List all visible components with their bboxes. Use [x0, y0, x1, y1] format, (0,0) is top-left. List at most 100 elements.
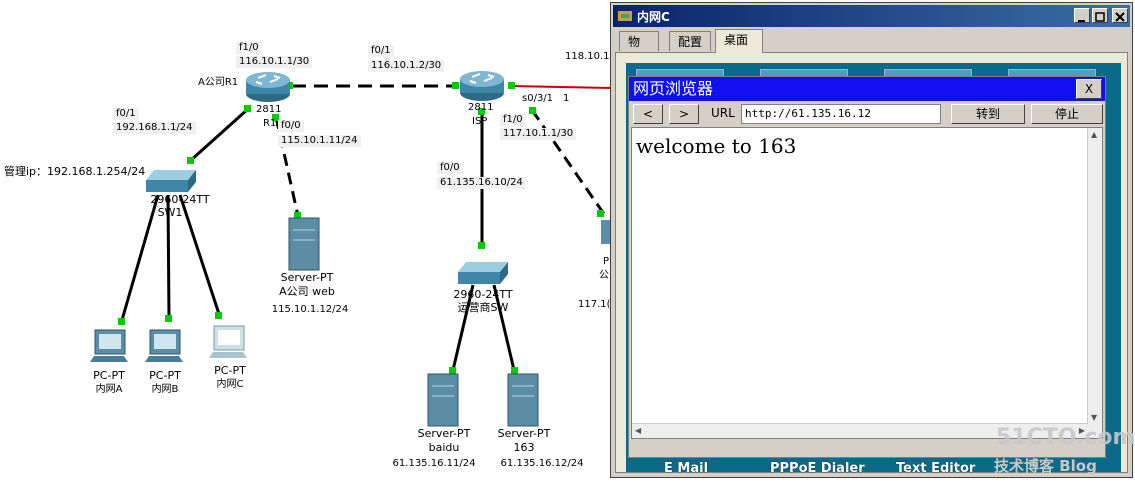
pc-a-model: PC-PT: [93, 369, 125, 382]
scroll-right-icon[interactable]: ▶: [1078, 426, 1085, 435]
watermark-line2: 技术博客 Blog: [994, 457, 1097, 475]
cable-r1-server: [274, 116, 300, 217]
window-titlebar[interactable]: 内网C: [613, 5, 1130, 27]
isp-f10-label: f1/0: [500, 114, 526, 126]
sw1-model: 2960-24TT: [150, 193, 210, 206]
router-isp-icon: [460, 71, 504, 101]
go-button[interactable]: 转到: [951, 104, 1025, 124]
app-email[interactable]: E Mail: [664, 461, 709, 476]
pc-a-icon: [90, 329, 128, 362]
pc-c-model: PC-PT: [214, 364, 246, 377]
server-163-model: Server-PT: [497, 427, 551, 440]
url-input[interactable]: http://61.135.16.12: [741, 104, 941, 124]
r1-f10-label: f1/0: [236, 42, 262, 54]
pc-c-icon: [209, 325, 247, 358]
r1-f01-ip: 192.168.1.1/24: [113, 122, 196, 134]
server-a-icon: [288, 217, 320, 271]
r1-name: A公司R1: [198, 77, 239, 88]
server-163-icon: [507, 373, 539, 427]
maximize-button[interactable]: [1092, 8, 1108, 23]
cable-r1-sw1: [188, 107, 250, 163]
horizontal-scrollbar[interactable]: ◀ ▶: [632, 423, 1088, 438]
isp-name: ISP: [472, 116, 488, 127]
desktop-app-labels: E Mail PPPoE Dialer Text Editor: [628, 461, 1106, 477]
cable-sw1-pca: [120, 194, 160, 321]
scroll-down-icon[interactable]: ▼: [1091, 413, 1098, 422]
r1-f00-ip: 115.10.1.11/24: [278, 135, 361, 147]
cable-sw1-pcc: [178, 194, 221, 315]
isp-f00-label: f0/0: [437, 162, 463, 174]
close-icon: [1115, 12, 1125, 22]
scroll-left-icon[interactable]: ◀: [635, 426, 642, 435]
pc-a-name: 内网A: [95, 384, 123, 395]
server-a-model: Server-PT: [280, 271, 334, 284]
tab-config[interactable]: 配置: [669, 31, 711, 51]
partial-pc-model: P: [603, 256, 610, 267]
sw2-name: 运营商SW: [457, 301, 509, 314]
web-browser-window: 网页浏览器 X < > URL http://61.135.16.12 转到 停…: [628, 76, 1106, 458]
isp-f10-ip: 117.10.1.1/30: [500, 128, 577, 140]
r1-f00-label: f0/0: [278, 120, 304, 132]
cable-sw2-baidu: [451, 284, 475, 371]
server-baidu-ip: 61.135.16.11/24: [392, 458, 476, 469]
sw2-model: 2960-24TT: [453, 288, 513, 301]
partial-pc-ip: 117.1(: [578, 299, 611, 310]
page-text: welcome to 163: [636, 134, 797, 158]
router-r1-icon: [246, 72, 290, 102]
isp-model: 2811: [468, 102, 494, 113]
cable-sw2-163: [492, 284, 516, 371]
pc-b-model: PC-PT: [149, 369, 181, 382]
pc-b-icon: [145, 329, 183, 362]
tab-desktop[interactable]: 桌面: [715, 29, 763, 53]
cable-sw1-pcb: [166, 194, 171, 319]
forward-button[interactable]: >: [669, 104, 699, 124]
scroll-up-icon[interactable]: ▲: [1091, 130, 1098, 139]
sw1-mgmt-ip: 管理ip：192.168.1.254/24: [4, 165, 146, 178]
r1-f10-ip: 116.10.1.1/30: [236, 56, 313, 68]
window-title: 内网C: [637, 10, 670, 24]
server-baidu-model: Server-PT: [417, 427, 471, 440]
watermark-line1: 51CTO.com: [996, 425, 1135, 450]
browser-titlebar[interactable]: 网页浏览器 X: [629, 77, 1105, 101]
stop-button[interactable]: 停止: [1031, 104, 1103, 124]
maximize-icon: [1095, 12, 1105, 22]
pc-c-name: 内网C: [216, 379, 244, 390]
isp-serial-label: s0/3/1: [522, 93, 554, 104]
r1-f01-label: f0/1: [113, 108, 139, 120]
device-window: 内网C 物理 配置 桌面 网页浏览器 X < > URL http://61.1…: [610, 2, 1133, 478]
isp-far-ip: 118.10.1: [565, 51, 610, 62]
switch-sw2-icon: [458, 262, 508, 284]
server-a-name: A公司 web: [279, 285, 335, 298]
app-pppoe[interactable]: PPPoE Dialer: [770, 461, 865, 476]
isp-f00-ip: 61.135.16.10/24: [437, 177, 526, 189]
isp-f01-ip: 116.10.1.2/30: [368, 60, 445, 72]
tab-physical[interactable]: 物理: [619, 31, 659, 69]
browser-close-button[interactable]: X: [1076, 79, 1102, 99]
server-163-name: 163: [513, 441, 535, 454]
server-baidu-icon: [427, 373, 459, 427]
vertical-scrollbar[interactable]: ▲ ▼: [1087, 128, 1102, 438]
minimize-icon: [1078, 20, 1085, 22]
r1-model: 2811: [256, 104, 282, 115]
server-163-ip: 61.135.16.12/24: [500, 458, 584, 469]
page-content: welcome to 163 ▲ ▼ ◀ ▶: [631, 127, 1103, 439]
partial-pc-name: 公: [599, 270, 609, 281]
close-button[interactable]: [1112, 8, 1128, 23]
pc-b-name: 内网B: [151, 384, 179, 395]
r1-short: R1: [263, 118, 277, 129]
app-text-editor[interactable]: Text Editor: [896, 461, 976, 476]
isp-f01-label: f0/1: [368, 45, 394, 57]
cable-isp-pc: [530, 109, 606, 215]
app-icon: [618, 11, 632, 21]
tab-strip: 物理 配置 桌面: [615, 29, 1128, 69]
server-baidu-name: baidu: [428, 441, 460, 454]
browser-title: 网页浏览器: [633, 79, 714, 98]
sw1-name: SW1: [157, 206, 183, 219]
url-label: URL: [711, 106, 735, 120]
server-a-ip: 115.10.1.12/24: [271, 304, 349, 315]
minimize-button[interactable]: [1074, 8, 1090, 23]
isp-serial-num: 1: [563, 93, 570, 104]
back-button[interactable]: <: [633, 104, 663, 124]
cable-isp-serial: [509, 85, 613, 89]
